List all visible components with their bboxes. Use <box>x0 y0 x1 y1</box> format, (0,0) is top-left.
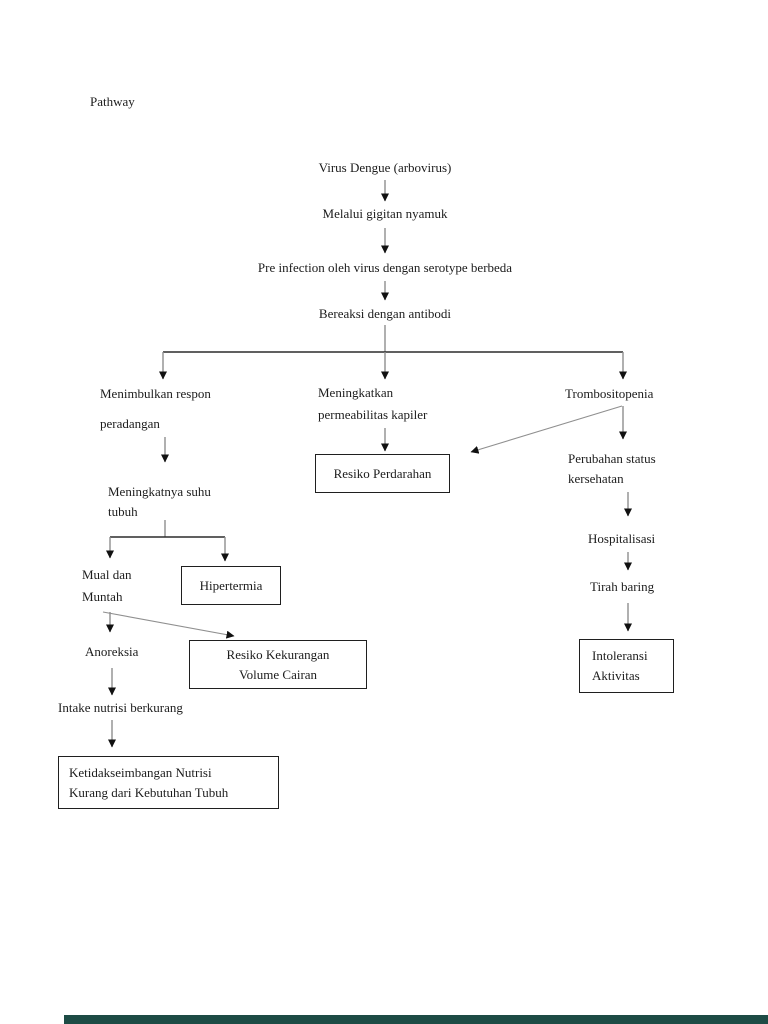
node-hospitalisasi: Hospitalisasi <box>588 531 656 546</box>
node-respon-peradangan-line2: peradangan <box>100 416 160 431</box>
node-bereaksi-antibodi: Bereaksi dengan antibodi <box>318 306 452 321</box>
box-ketidakseimbangan-nutrisi: Ketidakseimbangan Nutrisi Kurang dari Ke… <box>58 756 279 809</box>
next-page-edge <box>64 1015 768 1024</box>
node-mual-muntah-line1: Mual dan <box>82 567 132 582</box>
box-hipertermia-label: Hipertermia <box>199 577 263 593</box>
box-ketidakseimbangan-line1: Ketidakseimbangan Nutrisi <box>69 764 212 780</box>
node-respon-peradangan-line1: Menimbulkan respon <box>100 386 211 401</box>
box-intoleransi-aktivitas: Intoleransi Aktivitas <box>579 639 674 693</box>
box-resiko-kekurangan-cairan: Resiko Kekurangan Volume Cairan <box>189 640 367 689</box>
box-intoleransi-line2: Aktivitas <box>592 668 640 683</box>
node-suhu-tubuh: Meningkatnya suhu tubuh <box>108 484 211 519</box>
node-suhu-tubuh-line1: Meningkatnya suhu <box>108 484 211 499</box>
node-pre-infection: Pre infection oleh virus dengan serotype… <box>257 260 513 275</box>
box-resiko-perdarahan: Resiko Perdarahan <box>315 454 450 493</box>
node-virus-dengue: Virus Dengue (arbovirus) <box>318 160 452 175</box>
box-resiko-kekurangan-line1: Resiko Kekurangan <box>226 646 330 662</box>
box-resiko-kekurangan-line2: Volume Cairan <box>238 666 318 682</box>
box-intoleransi-line1: Intoleransi <box>592 648 648 663</box>
node-permeabilitas-kapiler: Meningkatkan permeabilitas kapiler <box>318 385 427 422</box>
node-tirah-baring: Tirah baring <box>590 579 655 594</box>
node-respon-peradangan: Menimbulkan respon peradangan <box>100 386 211 431</box>
node-perubahan-status-line1: Perubahan status <box>568 451 656 466</box>
box-resiko-perdarahan-label: Resiko Perdarahan <box>333 465 432 481</box>
node-perubahan-status: Perubahan status kersehatan <box>568 451 656 486</box>
node-gigitan-nyamuk: Melalui gigitan nyamuk <box>322 206 448 221</box>
top-branch <box>159 351 627 380</box>
node-trombositopenia: Trombositopenia <box>565 386 654 401</box>
right-column-arrows <box>619 406 632 632</box>
box-ketidakseimbangan-line2: Kurang dari Kebutuhan Tubuh <box>69 784 229 800</box>
node-mual-muntah-line2: Muntah <box>82 589 123 604</box>
node-suhu-tubuh-line2: tubuh <box>108 504 138 519</box>
box-hipertermia: Hipertermia <box>181 566 281 605</box>
node-mual-muntah: Mual dan Muntah <box>82 567 131 604</box>
node-permeabilitas-line2: permeabilitas kapiler <box>318 407 428 422</box>
page-title: Pathway <box>90 94 135 109</box>
node-permeabilitas-line1: Meningkatkan <box>318 385 394 400</box>
node-perubahan-status-line2: kersehatan <box>568 471 624 486</box>
node-anoreksia: Anoreksia <box>85 644 139 659</box>
node-intake-nutrisi: Intake nutrisi berkurang <box>58 700 183 715</box>
